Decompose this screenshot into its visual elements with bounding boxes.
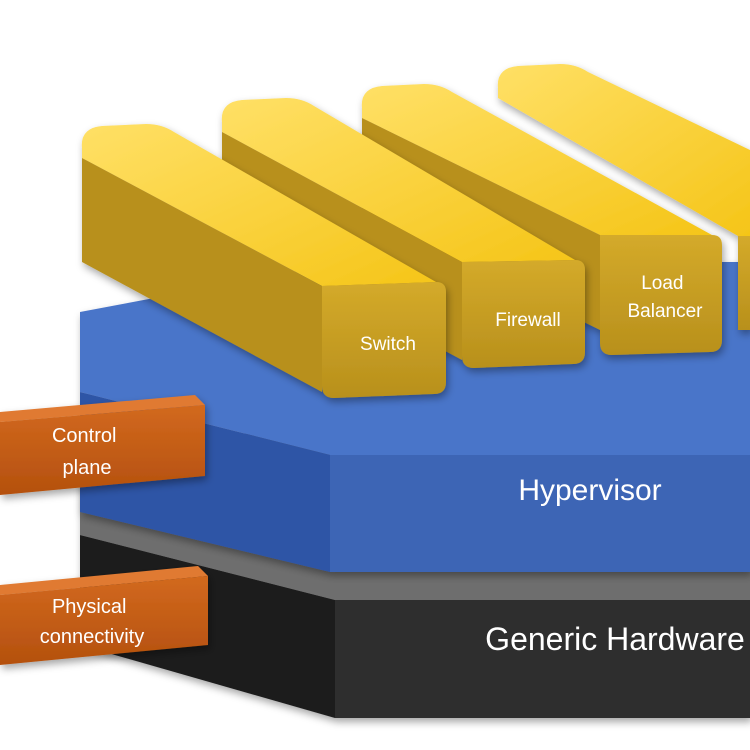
- function-block-4-front: [738, 236, 750, 330]
- function-block-1-top: [81, 124, 436, 286]
- function-block-2-label: Firewall: [495, 310, 560, 331]
- physical-connectivity-label-line-1: Physical: [52, 596, 126, 618]
- function-block-3-top: [361, 84, 712, 235]
- function-block-4: [497, 64, 750, 330]
- function-block-3-label-line-1: Load: [641, 273, 683, 294]
- function-block-1-side: [82, 158, 322, 392]
- hypervisor-layer-front: [330, 455, 750, 572]
- function-block-2-top: [221, 98, 576, 262]
- physical-connectivity-bar-top: [0, 566, 208, 595]
- function-block-1-label: Switch: [360, 334, 416, 355]
- physical-connectivity-bar: Physical connectivity: [0, 566, 208, 665]
- control-plane-label-line-1: Control: [52, 425, 116, 447]
- hardware-layer-label: Generic Hardware: [485, 621, 745, 657]
- hardware-layer-front: [335, 600, 750, 718]
- function-block-3-label: Load Balancer: [628, 273, 704, 322]
- control-plane-label-line-2: plane: [63, 457, 112, 479]
- physical-connectivity-label: Physical connectivity: [40, 596, 145, 648]
- function-block-3-label-line-2: Balancer: [628, 301, 704, 322]
- control-plane-bar-front: [0, 405, 205, 495]
- physical-connectivity-bar-front: [0, 576, 208, 665]
- function-block-4-top: [497, 64, 750, 236]
- function-block-1: Switch: [81, 124, 446, 398]
- physical-connectivity-label-line-2: connectivity: [40, 626, 145, 648]
- control-plane-bar: Control plane: [0, 395, 205, 495]
- function-block-3-front: [600, 235, 722, 355]
- hypervisor-layer-label: Hypervisor: [518, 474, 661, 507]
- control-plane-label: Control plane: [52, 425, 122, 479]
- function-block-2-front: [462, 260, 585, 368]
- control-plane-bar-top: [0, 395, 205, 422]
- function-block-1-front: [322, 282, 446, 398]
